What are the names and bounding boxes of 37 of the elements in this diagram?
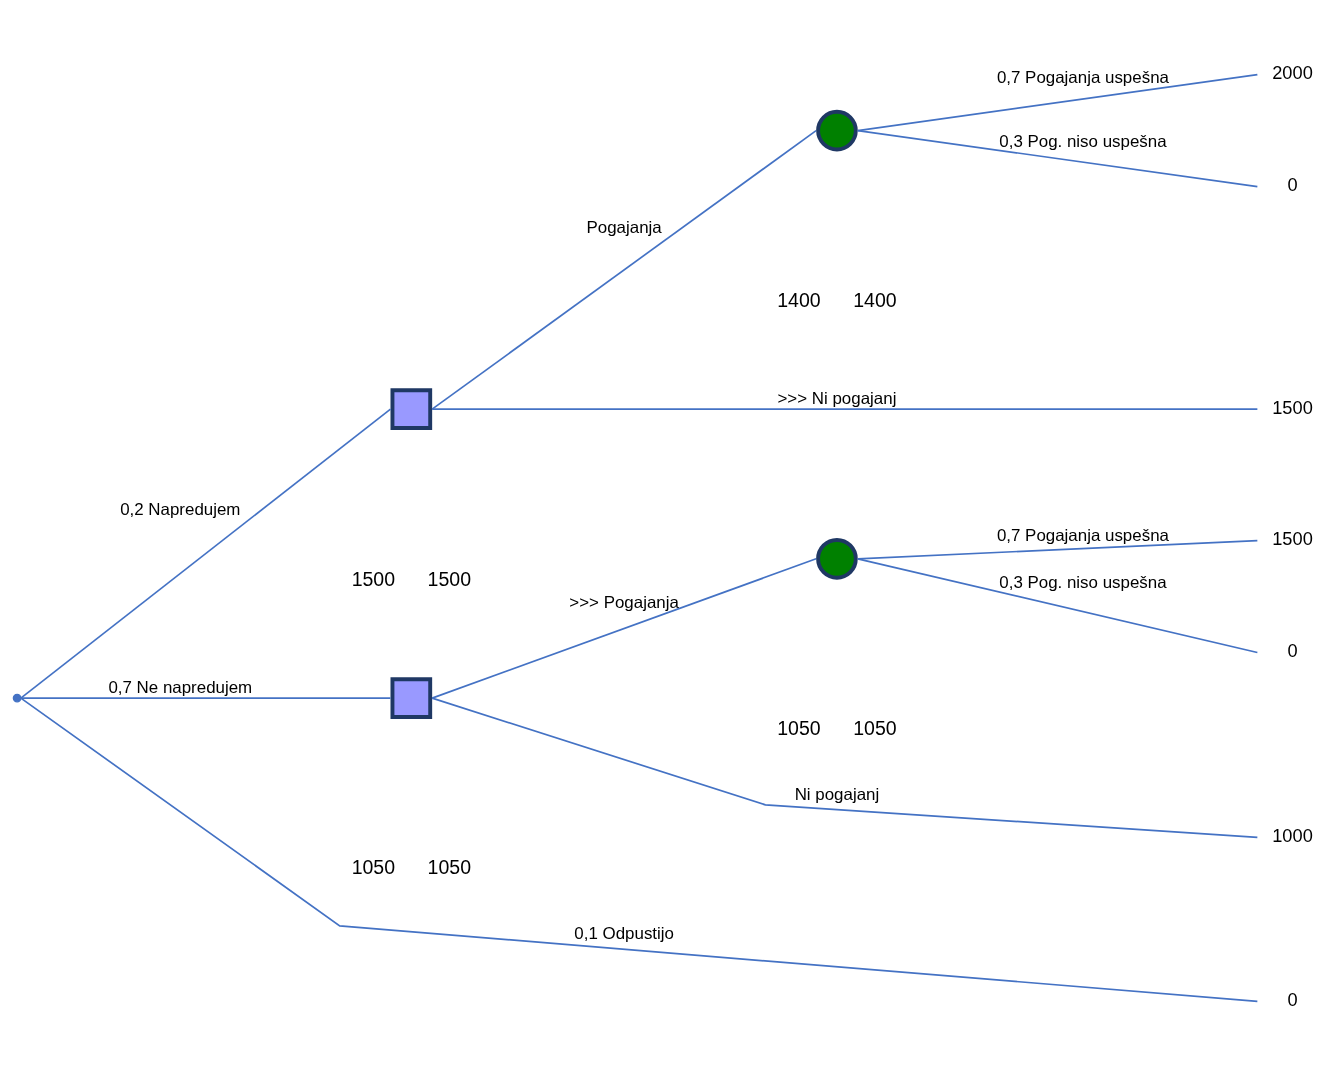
node-label: 1050 1050 [351,855,472,878]
node-text: 0 [1287,174,1298,195]
node-circle [816,537,858,580]
node-text: 1500 [1272,397,1313,418]
edge-label: 0,7 Ne napredujem [108,677,253,697]
edge-label: 0,3 Pog. niso uspešna [999,131,1167,151]
node-box [390,387,433,430]
node-label: 1050 1050 [777,716,897,739]
connector [431,696,1259,838]
node-text: 0 [1287,989,1298,1010]
edge-label: >>> Pogajanja [569,592,679,611]
connector [20,407,392,699]
connector [856,557,1259,653]
edge-label: 0,1 Odpustijo [574,923,674,943]
edge-label: Ni pogajanj [794,784,880,804]
connector [856,73,1259,131]
connector [431,557,817,699]
connector [20,696,392,699]
connector [431,129,817,410]
edge-label: 0,7 Pogajanja uspešna [996,67,1169,87]
node-text: 1500 [1272,528,1313,549]
edge-label: >>> Ni pogajanj [777,388,897,408]
connector [431,407,1259,410]
node-text: 2000 [1272,62,1313,83]
node-point [12,693,22,702]
edge-label: 0,2 Napredujem [120,499,241,519]
node-box [390,676,433,719]
node-label: 1500 1500 [351,567,472,590]
node-label: 1400 1400 [777,288,897,311]
edge-label: Pogajanja [586,217,662,237]
edge-label: 0,7 Pogajanja uspešna [996,525,1169,545]
connector [20,696,1259,1002]
edge-label: 0,3 Pog. niso uspešna [999,572,1167,592]
connector [856,129,1259,187]
node-text: 0 [1287,640,1298,661]
node-text: 1000 [1272,825,1313,846]
node-circle [816,109,858,151]
